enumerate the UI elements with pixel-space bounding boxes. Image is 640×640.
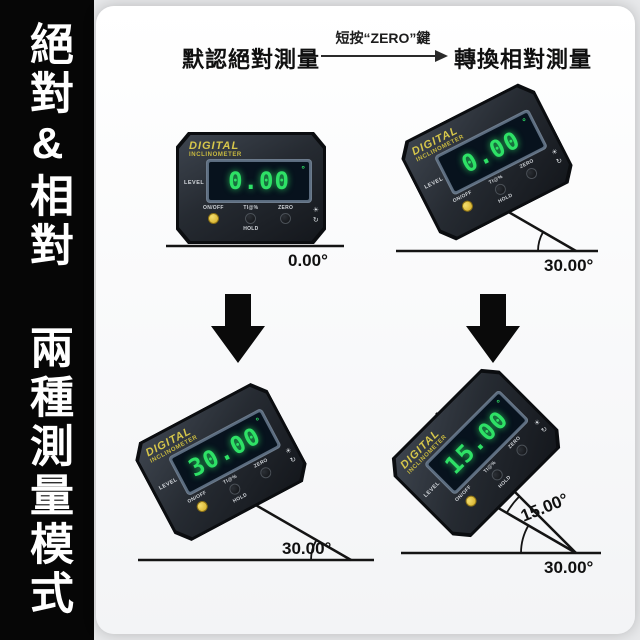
backlight-icon: ☀ — [533, 418, 543, 428]
lcd-screen: 0.00 ° — [206, 159, 312, 203]
vertical-slogan: 絕對&相對 兩種測量模式 — [23, 21, 72, 619]
hold-label: HOLD — [243, 226, 259, 232]
angle-label: 30.00° — [544, 558, 594, 577]
level-label: LEVEL — [158, 476, 179, 492]
zero-button — [280, 213, 292, 224]
left-slogan-band: 絕對&相對 兩種測量模式 — [0, 0, 94, 640]
brand-inclinometer: INCLINOMETER — [189, 152, 242, 159]
degree-symbol: ° — [301, 164, 305, 174]
angle-label: 30.00° — [282, 539, 332, 558]
backlight-icon: ☀ — [312, 207, 319, 214]
lcd-reading: 0.00 — [228, 167, 290, 195]
degree-symbol: ° — [254, 415, 263, 426]
button-row: ON/OFF TI@% HOLD ZERO ☀ ↻ — [203, 205, 319, 237]
zero-button — [524, 166, 539, 181]
power-button — [207, 213, 219, 224]
power-button — [195, 499, 210, 514]
zero-key-hint: 短按“ZERO”鍵 — [335, 30, 431, 46]
inclinometer-device: DIGITAL INCLINOMETER LEVEL 0.00 ° ON/OFF… — [176, 132, 326, 244]
device-face: DIGITAL INCLINOMETER LEVEL 0.00 ° ON/OFF… — [179, 135, 323, 241]
down-arrow-icon — [466, 294, 520, 363]
backlight-icon: ☀ — [284, 446, 294, 456]
level-label: LEVEL — [423, 176, 445, 191]
header-relative-label: 轉換相對測量 — [454, 47, 593, 72]
zero-label: ZERO — [278, 205, 294, 211]
device-brand: DIGITAL INCLINOMETER — [189, 140, 242, 159]
power-button — [460, 199, 475, 214]
onoff-label: ON/OFF — [203, 205, 224, 211]
level-label: LEVEL — [422, 480, 442, 499]
level-label: LEVEL — [184, 180, 205, 186]
angle-label: 30.00° — [544, 256, 594, 275]
angle-label: 0.00° — [288, 251, 328, 270]
brand-digital: DIGITAL — [189, 140, 240, 152]
header-absolute-label: 默認絕對測量 — [182, 47, 321, 72]
content-card: 默認絕對測量 短按“ZERO”鍵 轉換相對測量 DIGITAL INCLINOM… — [96, 6, 635, 634]
auto-rotate-icon: ↻ — [312, 217, 319, 224]
auto-rotate-icon: ↻ — [555, 157, 564, 166]
arrow-right-icon — [321, 50, 448, 62]
down-arrow-icon — [211, 294, 265, 363]
degree-symbol: ° — [521, 116, 529, 127]
ti-label: TI@% — [243, 205, 259, 211]
auto-rotate-icon: ↻ — [540, 425, 550, 435]
hold-button — [245, 213, 257, 224]
lcd-display: 0.00 ° — [209, 162, 309, 200]
auto-rotate-icon: ↻ — [289, 455, 298, 465]
zero-button — [258, 465, 273, 480]
backlight-icon: ☀ — [550, 148, 560, 158]
